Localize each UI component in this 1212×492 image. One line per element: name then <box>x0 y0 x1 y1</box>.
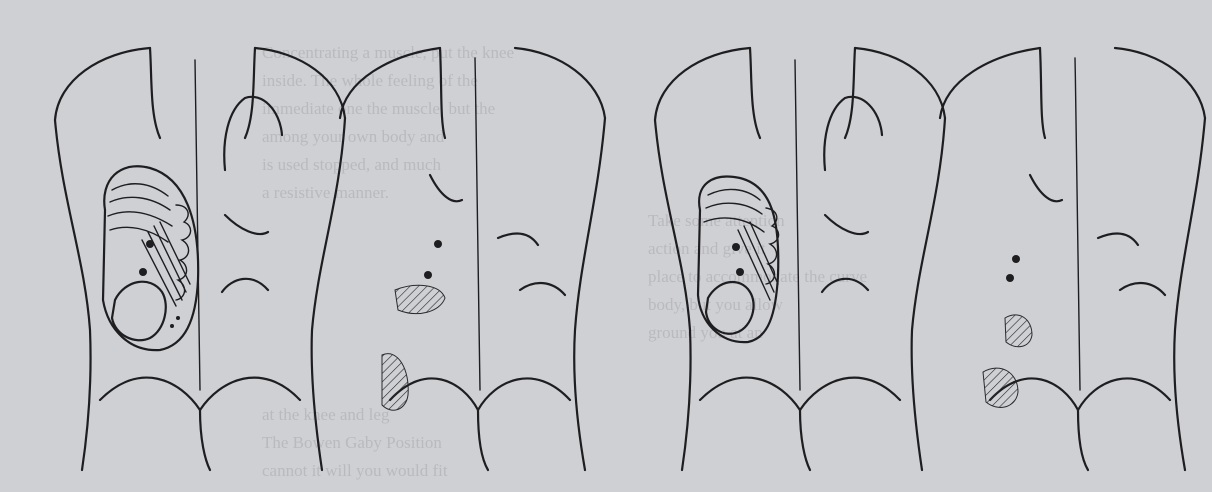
referred-pain-area <box>395 285 445 313</box>
trigger-point <box>434 240 442 248</box>
trigger-point <box>736 268 744 276</box>
referred-pain-area <box>1005 315 1032 347</box>
trigger-point <box>1006 274 1014 282</box>
referred-pain-area <box>382 354 408 411</box>
torso-outline-4 <box>940 48 1205 470</box>
trigger-point <box>1012 255 1020 263</box>
torso-outline-1 <box>55 48 345 470</box>
panel-left-pair <box>55 48 605 470</box>
muscle-dissection-left <box>103 166 198 350</box>
muscle-dissection-right <box>698 177 779 343</box>
trigger-point <box>732 243 740 251</box>
trigger-point <box>139 268 147 276</box>
trigger-point <box>424 271 432 279</box>
torso-outline-2 <box>340 48 605 470</box>
trigger-point <box>146 240 154 248</box>
referred-pain-area <box>983 368 1018 407</box>
panel-right-pair <box>655 48 1205 470</box>
